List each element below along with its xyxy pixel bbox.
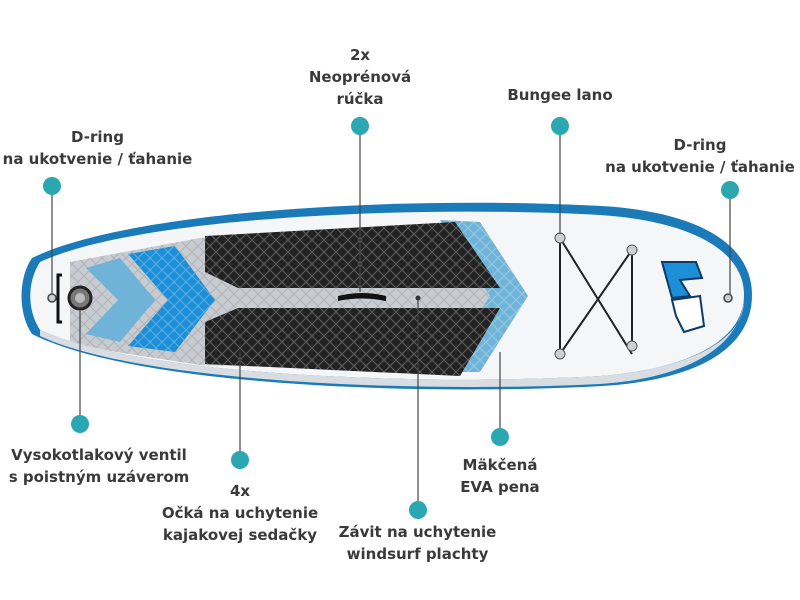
label-windsurf-thread-line1: Závit na uchytenie <box>338 523 497 541</box>
label-eva-foam: Mäkčená EVA pena <box>440 454 560 498</box>
label-dring-left: D-ring na ukotvenie / ťahanie <box>0 126 195 170</box>
bungee-net <box>554 232 638 360</box>
dot-handle <box>351 117 369 135</box>
f2-logo <box>660 261 706 334</box>
chevron-light-1 <box>86 258 155 342</box>
label-handle-line2: Neoprénová <box>308 68 412 86</box>
label-eva-foam-line1: Mäkčená <box>462 456 538 474</box>
label-dring-right-line2: na ukotvenie / ťahanie <box>605 158 795 176</box>
label-handle-line1: 2x <box>349 46 371 64</box>
label-windsurf-thread-line2: windsurf plachty <box>346 545 489 563</box>
label-dring-right: D-ring na ukotvenie / ťahanie <box>600 134 800 178</box>
label-valve-line2: s poistným uzáverom <box>8 468 190 486</box>
label-valve: Vysokotlakový ventil s poistným uzáverom <box>4 444 194 488</box>
handle-shape <box>338 293 386 301</box>
label-windsurf-thread: Závit na uchytenie windsurf plachty <box>330 521 505 565</box>
label-bungee-line1: Bungee lano <box>507 86 613 104</box>
label-eva-foam-line2: EVA pena <box>460 478 540 496</box>
dot-dring-right <box>721 181 739 199</box>
label-kayak-rings-line3: kajakovej sedačky <box>162 526 318 544</box>
windsurf-thread-dot <box>415 295 421 301</box>
dot-windsurf <box>409 501 427 519</box>
dot-valve <box>71 415 89 433</box>
dring-left-shape <box>47 293 57 303</box>
dot-kayak-rings <box>231 451 249 469</box>
label-kayak-rings-line2: Očká na uchytenie <box>161 504 319 522</box>
label-handle: 2x Neoprénová rúčka <box>300 44 420 110</box>
label-kayak-rings-line1: 4x <box>229 482 251 500</box>
dot-eva <box>491 428 509 446</box>
label-valve-line1: Vysokotlakový ventil <box>11 446 187 464</box>
label-dring-left-line2: na ukotvenie / ťahanie <box>2 150 193 168</box>
label-dring-left-line1: D-ring <box>71 128 124 146</box>
label-dring-right-line1: D-ring <box>673 136 727 154</box>
label-bungee: Bungee lano <box>500 84 620 106</box>
dring-right-shape <box>723 293 733 303</box>
label-kayak-rings: 4x Očká na uchytenie kajakovej sedačky <box>155 480 325 546</box>
label-handle-line3: rúčka <box>336 90 384 108</box>
dot-bungee <box>551 117 569 135</box>
dot-dring-left <box>43 177 61 195</box>
